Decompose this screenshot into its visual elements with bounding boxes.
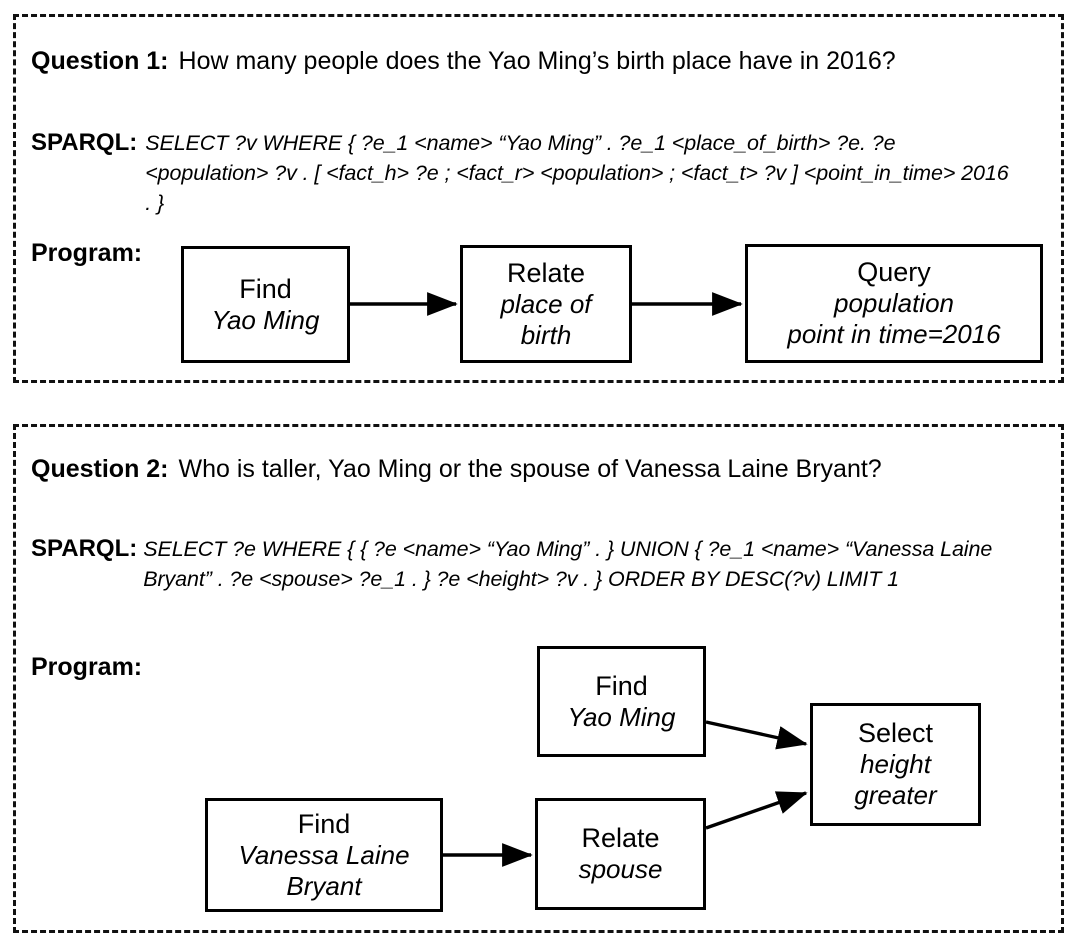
node-op: Find	[595, 670, 648, 701]
node-op: Query	[857, 257, 931, 287]
sparql-2-label: SPARQL:	[31, 535, 138, 562]
node-arg: height	[860, 749, 931, 779]
sparql-1-label: SPARQL:	[31, 129, 138, 156]
question-2-label: Question 2:	[31, 455, 169, 483]
node-op: Find	[239, 273, 292, 304]
sparql-2-row: SPARQL: SELECT ?e WHERE { { ?e <name> “Y…	[31, 534, 1051, 594]
program-2-node-find-vanessa[interactable]: Find Vanessa Laine Bryant	[205, 798, 443, 912]
node-arg: greater	[854, 780, 937, 810]
node-op: Relate	[506, 257, 586, 288]
program-1-label: Program:	[31, 239, 143, 267]
node-op: Relate	[581, 823, 660, 853]
node-arg: place of	[500, 288, 592, 319]
node-arg: population	[834, 288, 954, 318]
node-arg: spouse	[578, 854, 663, 884]
node-arg: birth	[520, 319, 572, 350]
node-arg: Vanessa Laine	[238, 839, 410, 870]
program-2-node-relate-spouse[interactable]: Relate spouse	[535, 798, 706, 910]
program-2-node-find-yao-ming[interactable]: Find Yao Ming	[537, 646, 706, 757]
node-op: Select	[857, 718, 934, 748]
node-arg: Yao Ming	[567, 701, 676, 732]
sparql-1-row: SPARQL: SELECT ?v WHERE { ?e_1 <name> “Y…	[31, 128, 1051, 218]
sparql-1-text: SELECT ?v WHERE { ?e_1 <name> “Yao Ming”…	[145, 131, 1009, 215]
node-op: Find	[297, 808, 351, 839]
question-1-text: How many people does the Yao Ming’s birt…	[178, 47, 896, 75]
question-2-row: Question 2: Who is taller, Yao Ming or t…	[31, 452, 1046, 487]
question-2-text: Who is taller, Yao Ming or the spouse of…	[178, 455, 882, 483]
sparql-2-text: SELECT ?e WHERE { { ?e <name> “Yao Ming”…	[143, 537, 993, 591]
node-arg: Bryant	[286, 870, 362, 901]
node-arg: Yao Ming	[211, 304, 320, 335]
program-1-node-relate[interactable]: Relate place of birth	[460, 245, 632, 363]
program-2-node-select[interactable]: Select height greater	[810, 703, 981, 826]
question-1-label: Question 1:	[31, 47, 169, 75]
program-2-label: Program:	[31, 653, 143, 681]
question-1-row: Question 1: How many people does the Yao…	[31, 44, 1046, 79]
program-1-node-find[interactable]: Find Yao Ming	[181, 246, 350, 363]
node-arg: point in time=2016	[787, 319, 1001, 349]
program-1-node-query[interactable]: Query population point in time=2016	[745, 244, 1043, 363]
